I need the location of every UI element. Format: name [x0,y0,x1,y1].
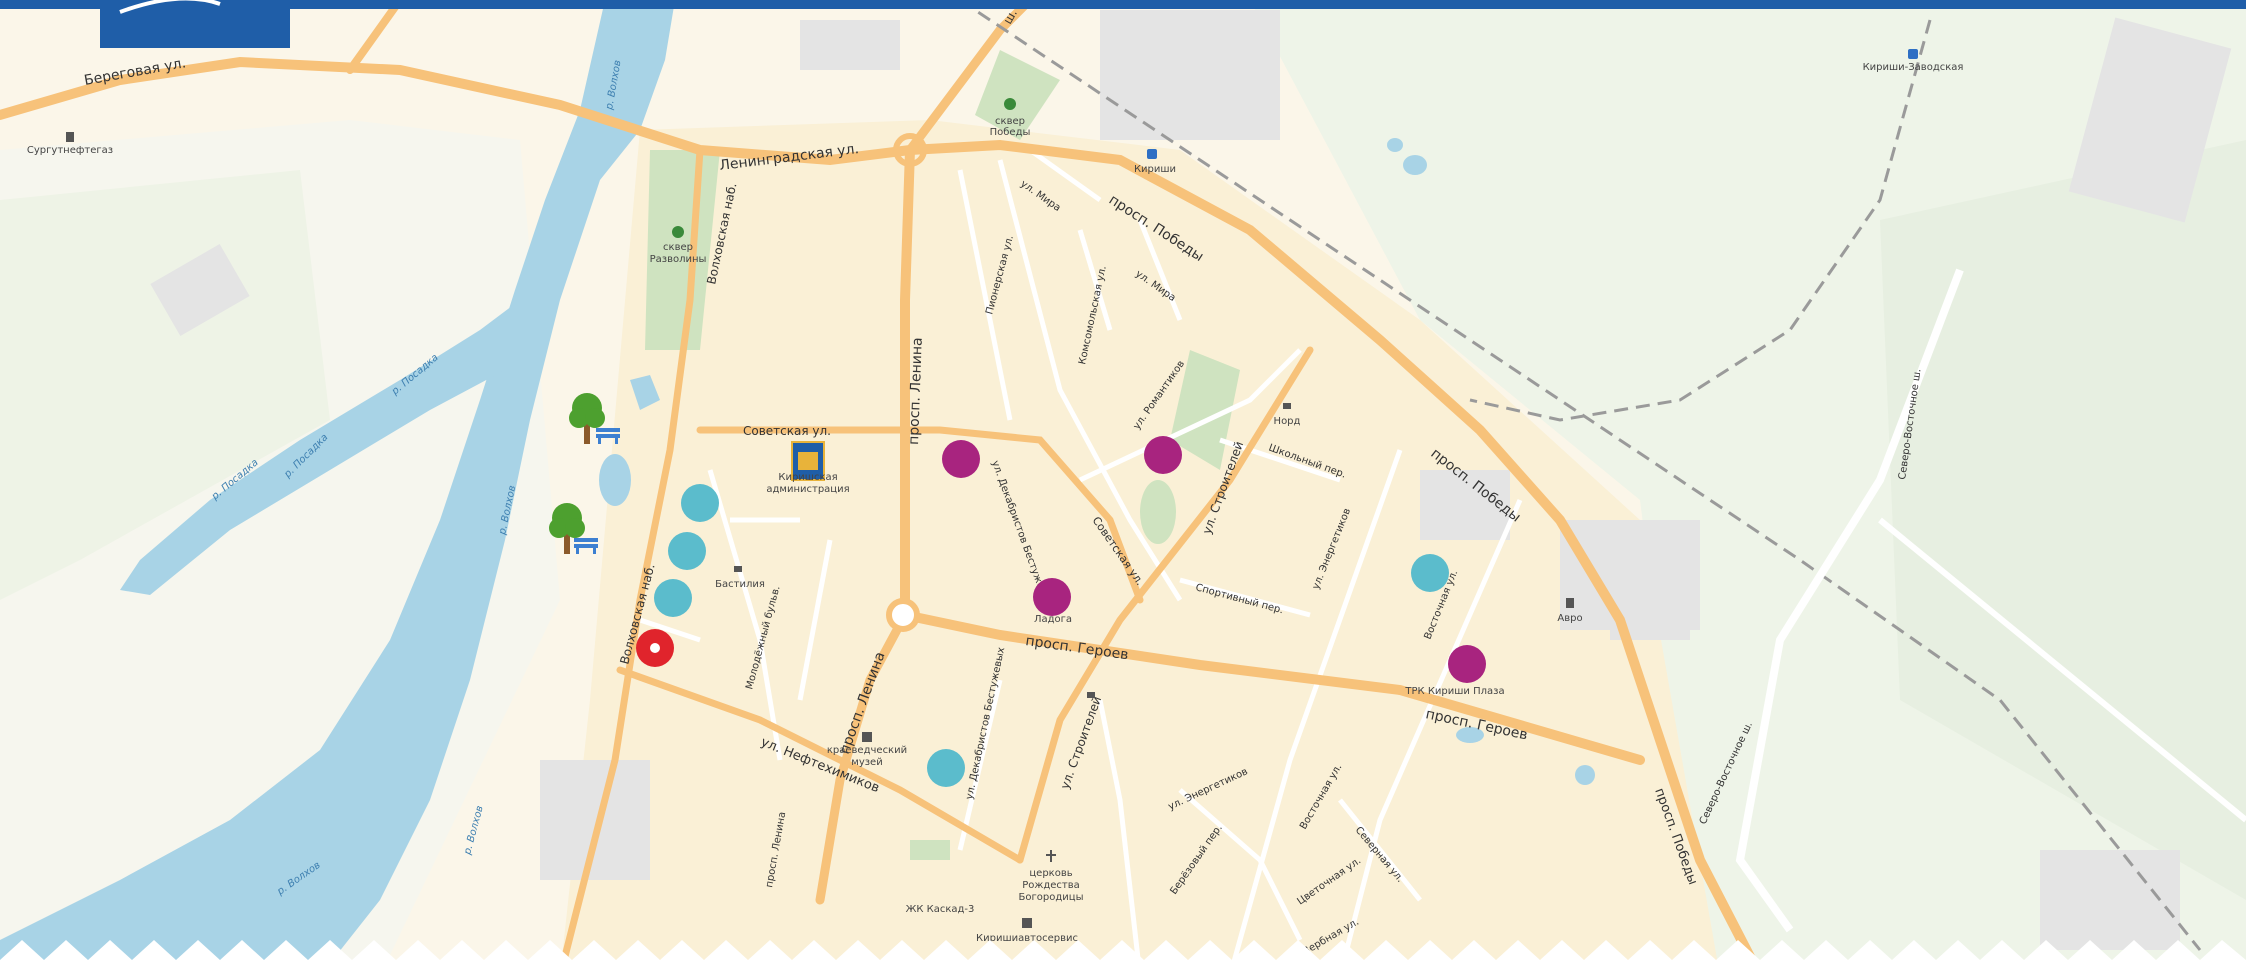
marker-purple[interactable] [1448,645,1486,683]
marker-teal[interactable] [1411,554,1449,592]
poi-label: Авро [1557,613,1582,624]
poi-label: ЖК Каскад-3 [906,904,975,915]
railway [959,0,2202,951]
minor-streets [639,147,1523,976]
header-bar [0,0,2246,9]
bench-icon [596,428,620,444]
cart-icon [1087,692,1095,698]
building-icon [1022,918,1032,928]
poi-label: Победы [990,127,1031,138]
lake-1 [1403,155,1427,175]
roundabout-north [893,133,927,167]
roundabout-south [886,598,920,632]
tree-icon [569,393,605,444]
park-decor [549,393,620,554]
poi-label: сквер [995,116,1025,127]
logo[interactable] [100,0,290,48]
pond [630,375,660,410]
poi-label: Разволины [650,254,707,265]
marker-teal[interactable] [654,579,692,617]
industrial-zones [150,10,2232,950]
volkhov-river [0,0,675,976]
posadka-river [120,300,520,595]
poi-label: администрация [766,484,849,495]
poi-label: сквер [663,242,693,253]
poi-label: Кириши [1134,164,1176,175]
poi-label: Киришская [778,472,837,483]
fuel-icon [66,132,74,142]
poi-label: Киришиавтосервис [976,933,1078,944]
street-label: ш. [1000,7,1020,27]
lake-4 [599,454,631,506]
fuel-icon [1566,598,1574,608]
street-label: просп. Ленина [906,337,926,445]
poi-label: Ладога [1034,614,1072,625]
east-field [1880,140,2246,900]
bench-icon [574,538,598,554]
poi-label: Рождества [1022,880,1080,891]
zigzag-edge [0,940,2246,976]
poi-label: Богородицы [1019,892,1084,903]
church-icon [1046,850,1056,862]
street-label: Советская ул. [743,424,831,438]
poi-label: Норд [1274,416,1301,427]
poi-label: музей [851,757,882,768]
poi-label: церковь [1029,868,1072,879]
poi-label: Бастилия [715,579,765,590]
poi-label: Сургутнефтегаз [27,145,113,156]
poi-label: ТРК Кириши Плаза [1404,686,1504,697]
poi-label: Кириши-Заводская [1863,62,1964,73]
marker-purple[interactable] [942,440,980,478]
marker-purple[interactable] [1144,436,1182,474]
east-road [1878,517,2246,823]
tree-icon [672,226,684,238]
pois: Сургутнефтегаз сквер Разволины сквер Поб… [27,49,1964,944]
marker-selected[interactable] [636,629,674,667]
tree-icon [549,503,585,554]
lake-5 [1456,727,1484,743]
marker-teal[interactable] [668,532,706,570]
severo-vostochnoe-highway [1735,268,1964,933]
cart-icon [1283,403,1291,409]
tree-icon [1004,98,1016,110]
cart-icon [734,566,742,572]
marker-teal[interactable] [681,484,719,522]
marker-teal[interactable] [927,749,965,787]
lake-3 [1575,765,1595,785]
map-markers[interactable] [636,436,1486,787]
marker-purple[interactable] [1033,578,1071,616]
train-icon [1908,49,1918,59]
train-icon [1147,149,1157,159]
major-roads [0,0,1765,976]
poi-label: краеведческий [827,745,907,756]
west-green-area [0,170,330,600]
lake-2 [1387,138,1403,152]
museum-icon [862,732,872,742]
coat-of-arms-icon [791,441,825,481]
